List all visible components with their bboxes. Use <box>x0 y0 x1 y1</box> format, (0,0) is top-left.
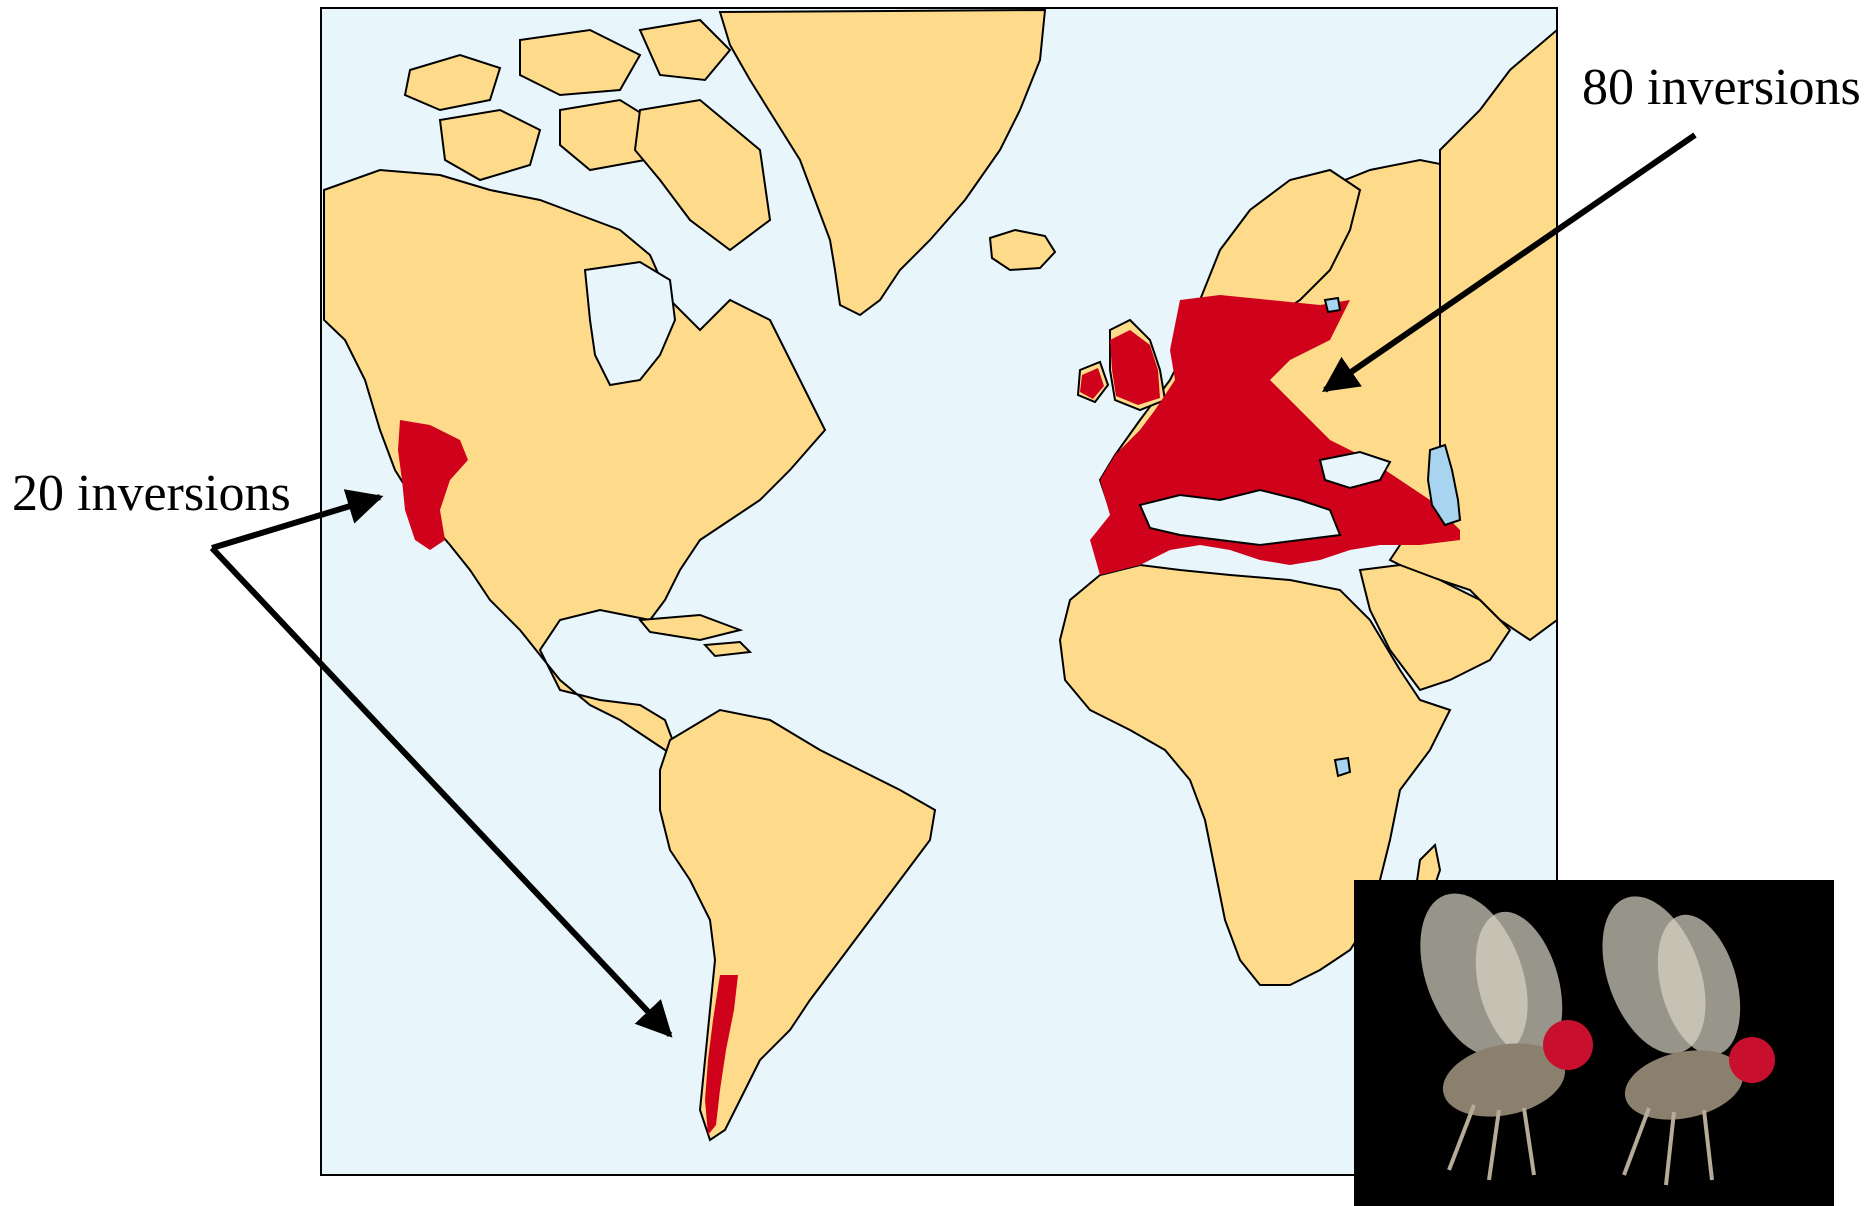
arctic-island-5 <box>638 18 732 82</box>
fly-2 <box>1602 896 1775 1186</box>
hudson-bay <box>583 260 677 387</box>
fruit-flies-illustration <box>1420 893 1775 1186</box>
fly-1 <box>1420 893 1593 1181</box>
arctic-island-1 <box>403 53 502 112</box>
black-sea <box>1318 450 1392 490</box>
range-ireland <box>1080 368 1104 399</box>
arrow-north-america <box>211 489 384 551</box>
lake-ladoga <box>1323 296 1342 314</box>
hispaniola <box>702 640 753 658</box>
cuba <box>638 613 744 642</box>
range-chile <box>705 975 738 1135</box>
range-north-america <box>398 420 468 550</box>
iceland <box>988 228 1057 272</box>
north-america <box>323 168 827 763</box>
arrow-europe <box>1322 132 1697 393</box>
lake-victoria <box>1333 756 1352 778</box>
range-britain <box>1110 330 1160 405</box>
greenland <box>718 8 1047 317</box>
baffin-island <box>633 98 772 252</box>
fruit-fly-photo <box>1354 880 1834 1206</box>
europe-inversions-label: 80 inversions <box>1582 59 1861 116</box>
arabia <box>1358 563 1512 692</box>
mediterranean-sea <box>1138 488 1342 547</box>
americas-inversions-label: 20 inversions <box>12 465 291 522</box>
arrow-chile <box>209 545 673 1038</box>
arctic-island-2 <box>438 108 542 182</box>
arctic-island-3 <box>519 28 642 97</box>
caspian-sea <box>1426 443 1462 527</box>
